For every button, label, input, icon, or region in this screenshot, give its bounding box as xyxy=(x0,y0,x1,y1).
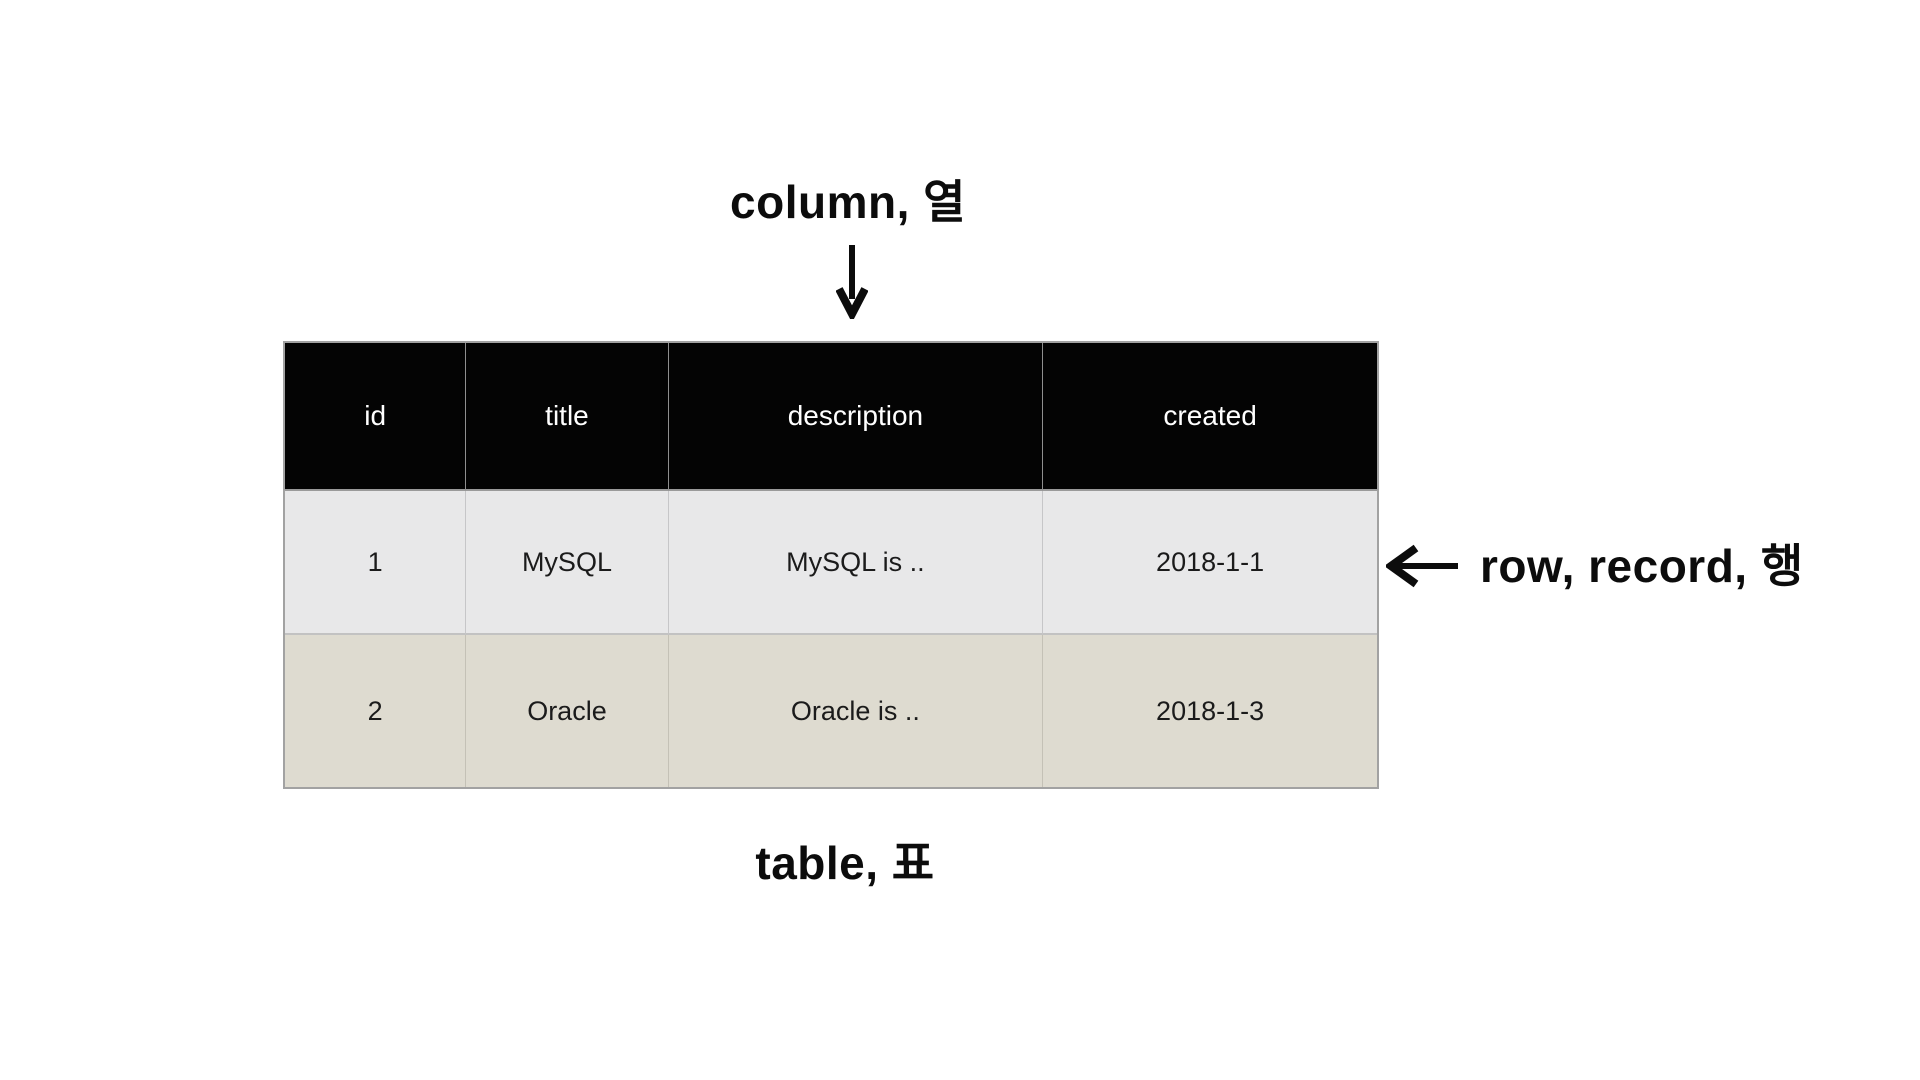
row2-cell-created: 2018-1-3 xyxy=(1043,635,1377,787)
header-cell-created: created xyxy=(1043,343,1377,491)
left-arrow-icon xyxy=(1386,544,1458,588)
column-annotation-label: column, 열 xyxy=(730,176,966,228)
row-annotation-label: row, record, 행 xyxy=(1480,540,1804,592)
down-arrow-icon xyxy=(836,245,868,319)
row1-cell-description: MySQL is .. xyxy=(668,490,1044,636)
table-annotation-label: table, 표 xyxy=(755,837,935,889)
header-cell-description: description xyxy=(668,343,1044,491)
row1-cell-id: 1 xyxy=(285,490,467,636)
row2-cell-id: 2 xyxy=(285,635,467,787)
row2-cell-description: Oracle is .. xyxy=(668,635,1044,787)
row1-cell-created: 2018-1-1 xyxy=(1043,490,1377,636)
header-cell-title: title xyxy=(466,343,669,491)
database-table: id title description created 1 MySQL MyS… xyxy=(283,341,1379,789)
row1-cell-title: MySQL xyxy=(466,490,669,636)
row2-cell-title: Oracle xyxy=(466,635,669,787)
header-cell-id: id xyxy=(285,343,467,491)
